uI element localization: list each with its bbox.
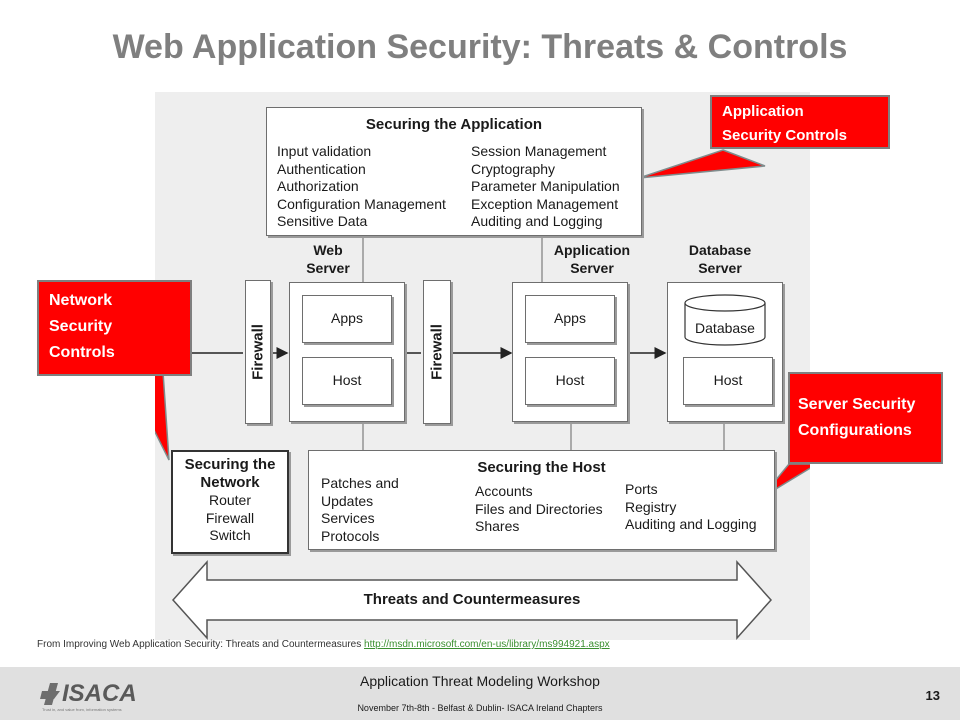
callout-line: Network: [49, 292, 113, 309]
securing-application-box: Securing the Application Input validatio…: [266, 107, 642, 236]
host-control-item: Files and Directories: [475, 500, 603, 517]
securing-application-title: Securing the Application: [365, 116, 543, 133]
database-server-title-line: Server: [698, 259, 742, 276]
logo-tagline: Trust in, and value from, information sy…: [42, 707, 122, 712]
app-control-item: Parameter Manipulation: [471, 178, 620, 194]
host-controls-col3: Ports Registry Auditing and Logging: [625, 481, 757, 534]
securing-network-title-line: Network: [200, 473, 260, 491]
database-icon: [684, 294, 766, 346]
app-apps-box: Apps: [525, 295, 615, 343]
app-control-item: Session Management: [471, 143, 607, 159]
firewall-label: Firewall: [249, 324, 267, 380]
db-host-label: Host: [713, 372, 743, 388]
network-control-item: Switch: [209, 527, 251, 543]
callout-line: Controls: [49, 344, 115, 361]
host-control-item: Protocols: [321, 527, 380, 544]
web-host-box: Host: [302, 357, 392, 405]
connector-lines: [155, 149, 810, 640]
page-number: 13: [925, 688, 940, 703]
web-server-title-line: Server: [306, 259, 350, 276]
architecture-diagram: Securing the Application Input validatio…: [155, 92, 810, 640]
host-control-item: Updates: [321, 492, 374, 509]
host-control-item: Ports: [625, 481, 658, 497]
host-control-item: Registry: [625, 498, 677, 515]
footer-subtitle: November 7th-8th - Belfast & Dublin- ISA…: [357, 703, 603, 713]
securing-network-box: Securing the Network Router Firewall Swi…: [171, 450, 289, 554]
app-controls-left: Input validation Authentication Authoriz…: [277, 143, 446, 231]
app-controls-right: Session Management Cryptography Paramete…: [471, 143, 620, 231]
securing-network-title-line: Securing the: [184, 456, 276, 473]
source-text: From Improving Web Application Security:…: [37, 639, 362, 650]
host-control-item: Patches and: [321, 475, 399, 491]
app-control-item: Configuration Management: [277, 195, 446, 212]
securing-host-title: Securing the Host: [477, 459, 606, 476]
footer-bar: ISACA Trust in, and value from, informat…: [0, 667, 960, 720]
web-apps-label: Apps: [331, 310, 363, 326]
network-callout-pointer: [155, 371, 170, 461]
host-control-item: Auditing and Logging: [625, 516, 757, 532]
network-control-item: Firewall: [205, 509, 255, 526]
callout-line: Application: [722, 103, 804, 120]
threats-arrow: [171, 560, 773, 640]
database-label: Database: [695, 320, 755, 336]
firewall-2: Firewall: [423, 280, 451, 424]
web-apps-box: Apps: [302, 295, 392, 343]
firewall-label: Firewall: [428, 324, 446, 380]
threats-label: Threats and Countermeasures: [363, 591, 581, 608]
firewall-1: Firewall: [245, 280, 271, 424]
host-control-item: Shares: [475, 518, 520, 534]
application-callout-pointer: [638, 149, 766, 179]
network-control-item: Router: [208, 492, 252, 508]
host-control-item: Accounts: [475, 483, 533, 499]
securing-network-title: Securing the Network: [173, 456, 287, 491]
app-control-item: Auditing and Logging: [471, 213, 603, 229]
host-controls-col2: Accounts Files and Directories Shares: [475, 483, 603, 536]
host-control-item: Services: [321, 510, 375, 526]
app-control-item: Exception Management: [471, 195, 619, 212]
callout-line: Security Controls: [722, 127, 848, 144]
isaca-logo-icon: ISACA Trust in, and value from, informat…: [40, 680, 137, 712]
callout-line: Configurations: [798, 422, 912, 439]
footer-title: Application Threat Modeling Workshop: [360, 673, 600, 689]
app-control-item: Authentication: [277, 160, 366, 177]
application-security-callout: Application Security Controls: [710, 95, 890, 149]
callout-line: Server Security: [798, 396, 916, 413]
source-link[interactable]: http://msdn.microsoft.com/en-us/library/…: [364, 639, 610, 650]
web-server-title: Web Server: [288, 242, 368, 277]
source-citation: From Improving Web Application Security:…: [37, 639, 610, 650]
network-security-callout: Network Security Controls: [37, 280, 192, 376]
database-server-box: Database Host: [667, 282, 783, 422]
app-control-item: Input validation: [277, 143, 372, 159]
logo-wordmark: ISACA: [62, 680, 137, 707]
server-security-callout: Server Security Configurations: [788, 372, 943, 464]
application-server-title-line: Application: [553, 242, 631, 258]
application-server-title-line: Server: [570, 259, 614, 276]
app-control-item: Cryptography: [471, 160, 556, 177]
callout-line: Security: [49, 318, 113, 335]
app-apps-label: Apps: [554, 310, 586, 326]
web-server-box: Apps Host: [289, 282, 405, 422]
host-controls-col1: Patches and Updates Services Protocols: [321, 475, 399, 545]
network-controls: Router Firewall Switch: [173, 492, 287, 545]
app-host-label: Host: [555, 372, 585, 388]
slide-title: Web Application Security: Threats & Cont…: [112, 28, 848, 66]
app-host-box: Host: [525, 357, 615, 405]
db-host-box: Host: [683, 357, 773, 405]
database-server-title-line: Database: [688, 242, 752, 258]
app-control-item: Sensitive Data: [277, 213, 368, 229]
web-server-title-line: Web: [313, 242, 343, 258]
application-server-box: Apps Host: [512, 282, 628, 422]
web-host-label: Host: [332, 372, 362, 388]
isaca-logo: ISACA Trust in, and value from, informat…: [40, 673, 150, 718]
application-server-title: Application Server: [537, 242, 647, 277]
database-server-title: Database Server: [675, 242, 765, 277]
securing-host-box: Securing the Host Patches and Updates Se…: [308, 450, 775, 550]
app-control-item: Authorization: [277, 178, 359, 194]
